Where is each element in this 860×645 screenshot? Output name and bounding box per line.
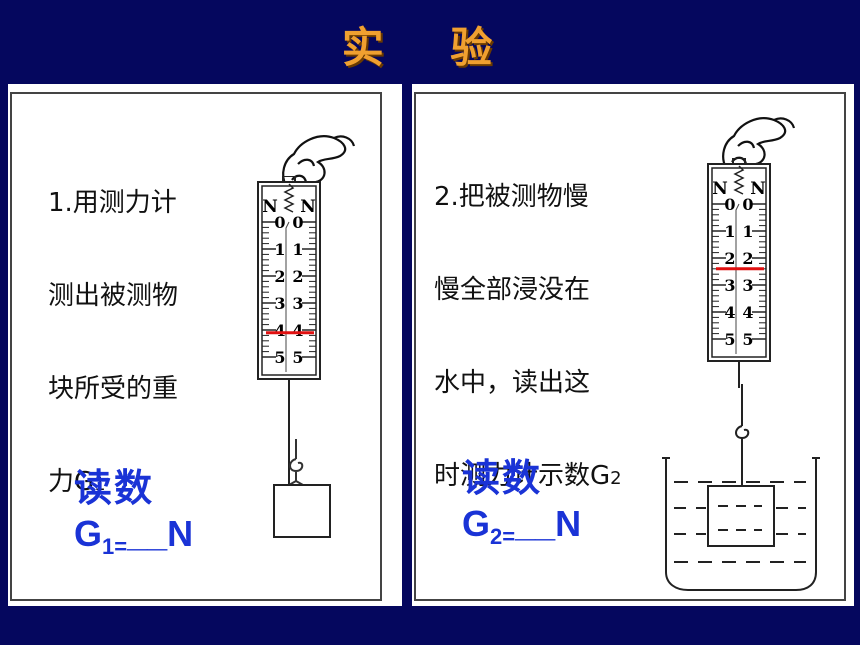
scale-mark-label: 0 [292, 213, 303, 232]
spring-coil [283, 183, 295, 213]
step-line: 2.把被测物慢 [434, 182, 589, 212]
scale-mark-label: 5 [724, 330, 735, 349]
scale-unit-label: N [262, 197, 278, 217]
scale-unit-label: N [300, 197, 316, 217]
scale-inner-frame [261, 185, 317, 376]
block-weight [273, 439, 331, 538]
scale-mark-label: 1 [274, 240, 285, 259]
scale-mark-label: 4 [274, 321, 285, 340]
scale-mark-label: 3 [742, 276, 753, 295]
slide-title: 实 验 [341, 23, 519, 72]
beaker-with-water [662, 384, 820, 591]
scale-mark-label: 0 [724, 195, 735, 214]
scale-mark-label: 0 [742, 195, 753, 214]
reading-2: 读数 G2=__N [462, 456, 581, 559]
scale-mark-label: 5 [292, 348, 303, 367]
scale-mark-label: 4 [742, 303, 753, 322]
scale-mark-label: 2 [724, 249, 735, 268]
scale-mark-label: 2 [742, 249, 753, 268]
reading-label: 读数 [462, 458, 543, 500]
scale-mark-label: 1 [724, 222, 735, 241]
scale-mark-label: 3 [724, 276, 735, 295]
scale-mark-label: 3 [274, 294, 285, 313]
step-2-text: 2.把被测物慢 慢全部浸没在 水中，读出这 时测力计示数G2 [434, 120, 622, 556]
scale-mark-label: 2 [292, 267, 303, 286]
reading-equation: G1=__N [74, 513, 194, 560]
reading-label: 读数 [74, 468, 155, 510]
spring-coil [733, 165, 745, 195]
reading-1: 读数 G1=__N [74, 466, 193, 569]
reading-equation: G2=__N [462, 503, 582, 550]
step-line: 慢全部浸没在 [434, 275, 591, 305]
experiment-panel-2: 2.把被测物慢 慢全部浸没在 水中，读出这 时测力计示数G2 读数 G2=__N… [412, 84, 854, 606]
step-line: 测出被测物 [48, 281, 179, 311]
step-line: 1.用测力计 [48, 188, 177, 218]
scale-mark-label: 4 [724, 303, 735, 322]
scale-inner-frame [711, 167, 767, 358]
scale-unit-label: N [712, 179, 728, 199]
scale-mark-label: 4 [292, 321, 303, 340]
scale-mark-label: 1 [742, 222, 753, 241]
step-line: 水中，读出这 [434, 368, 591, 398]
spring-column [285, 221, 290, 372]
scale-mark-label: 1 [292, 240, 303, 259]
scale-unit-label: N [750, 179, 766, 199]
scale-mark-label: 2 [274, 267, 285, 286]
scale-mark-label: 3 [292, 294, 303, 313]
scale-mark-label: 5 [742, 330, 753, 349]
step-line: 力G1 [48, 467, 106, 497]
step-line: 时测力计示数G2 [434, 461, 622, 491]
step-1-text: 1.用测力计 测出被测物 块所受的重 力G1 [48, 126, 178, 562]
step-line: 块所受的重 [48, 374, 179, 404]
spring-column [735, 203, 740, 354]
scale-mark-label: 5 [274, 348, 285, 367]
panel-2-illustration [414, 92, 846, 601]
scale-mark-label: 0 [274, 213, 285, 232]
